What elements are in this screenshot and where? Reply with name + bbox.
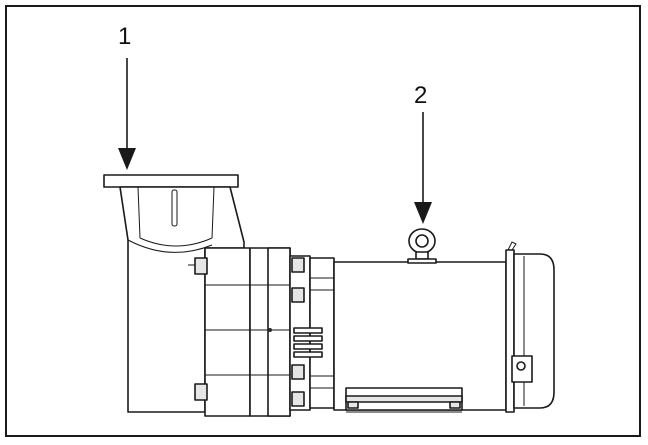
motor-housing [333, 261, 507, 411]
callout-1: 1 [118, 23, 136, 170]
callout-2-arrow-head [414, 202, 432, 224]
motor [333, 228, 507, 413]
housing-slot [171, 189, 178, 227]
housing-bolt-bottom [194, 383, 208, 401]
seal-plate-assembly [194, 247, 335, 417]
fan-cover [513, 253, 555, 409]
callout-1-label: 1 [118, 23, 131, 50]
callout-2-label: 2 [414, 82, 427, 109]
motor-end-cap [505, 241, 555, 413]
callout-2: 2 [414, 82, 432, 224]
end-cap-ring [505, 249, 515, 413]
seal-plate-front [204, 247, 251, 417]
callout-1-arrow-head [118, 148, 136, 170]
lifting-eye [407, 228, 437, 264]
housing-bolt-top [194, 257, 208, 275]
suction-flange [103, 174, 239, 188]
